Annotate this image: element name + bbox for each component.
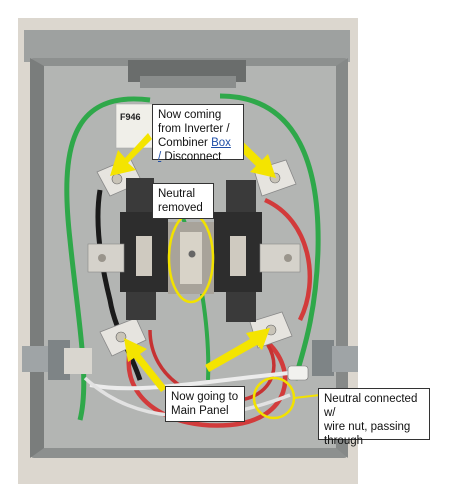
callout-inverter-line3-pre: Combiner	[158, 137, 212, 149]
label-plate-text: F946	[120, 112, 141, 122]
callout-main-panel-line2: Main Panel	[171, 405, 229, 417]
callout-inverter-line3: Combiner Box	[158, 136, 238, 150]
callout-neutral-connected: Neutral connected w/ wire nut, passing t…	[318, 388, 430, 447]
jaw-clip-left	[136, 236, 152, 276]
jaw-clip-right	[230, 236, 246, 276]
callout-neutral-connected-line1: Neutral connected w/	[324, 393, 418, 419]
callout-neutral-removed-line2: removed	[158, 202, 203, 214]
enclosure-left-wall	[30, 58, 44, 458]
callout-neutral-removed-line1: Neutral	[158, 188, 196, 200]
neutral-connected-leader	[293, 394, 321, 399]
arrow-from-bottom-right-lug	[205, 328, 270, 372]
callout-main-panel-line1: Now going to	[171, 391, 239, 403]
enclosure-top	[24, 30, 350, 62]
callout-inverter-box-link: Box	[211, 137, 231, 149]
callout-inverter-line4: / Disconnect	[158, 150, 238, 164]
wire-nut	[287, 365, 309, 381]
callout-inverter-slash-link: /	[158, 151, 162, 163]
green-wire-right	[219, 93, 321, 381]
callout-inverter-line4-post: Disconnect	[161, 151, 222, 163]
top-bracket-face	[140, 76, 236, 88]
mounting-screw-left	[98, 254, 106, 262]
callout-neutral-removed: Neutral removed	[152, 183, 214, 219]
arrow-from-bottom-left-lug	[124, 338, 167, 392]
neutral-center-screw	[188, 250, 196, 258]
conduit-fitting-left	[22, 340, 92, 380]
neutral-center-clip	[180, 232, 202, 284]
mounting-screw-right	[284, 254, 292, 262]
arrow-to-top-left-lug	[110, 133, 152, 176]
callout-inverter: Now coming from Inverter / Combiner Box …	[152, 104, 244, 163]
callout-inverter-line1: Now coming	[158, 109, 222, 121]
callout-main-panel: Now going to Main Panel	[165, 386, 245, 422]
mounting-bar-right	[259, 243, 301, 273]
red-wire-top	[264, 197, 313, 322]
callout-neutral-connected-line3: through	[324, 435, 364, 447]
white-wire-bottom	[89, 370, 301, 391]
conduit-fitting-right	[312, 340, 358, 376]
callout-neutral-connected-line2: wire nut, passing	[324, 421, 411, 433]
callout-inverter-line2: from Inverter /	[158, 123, 230, 135]
